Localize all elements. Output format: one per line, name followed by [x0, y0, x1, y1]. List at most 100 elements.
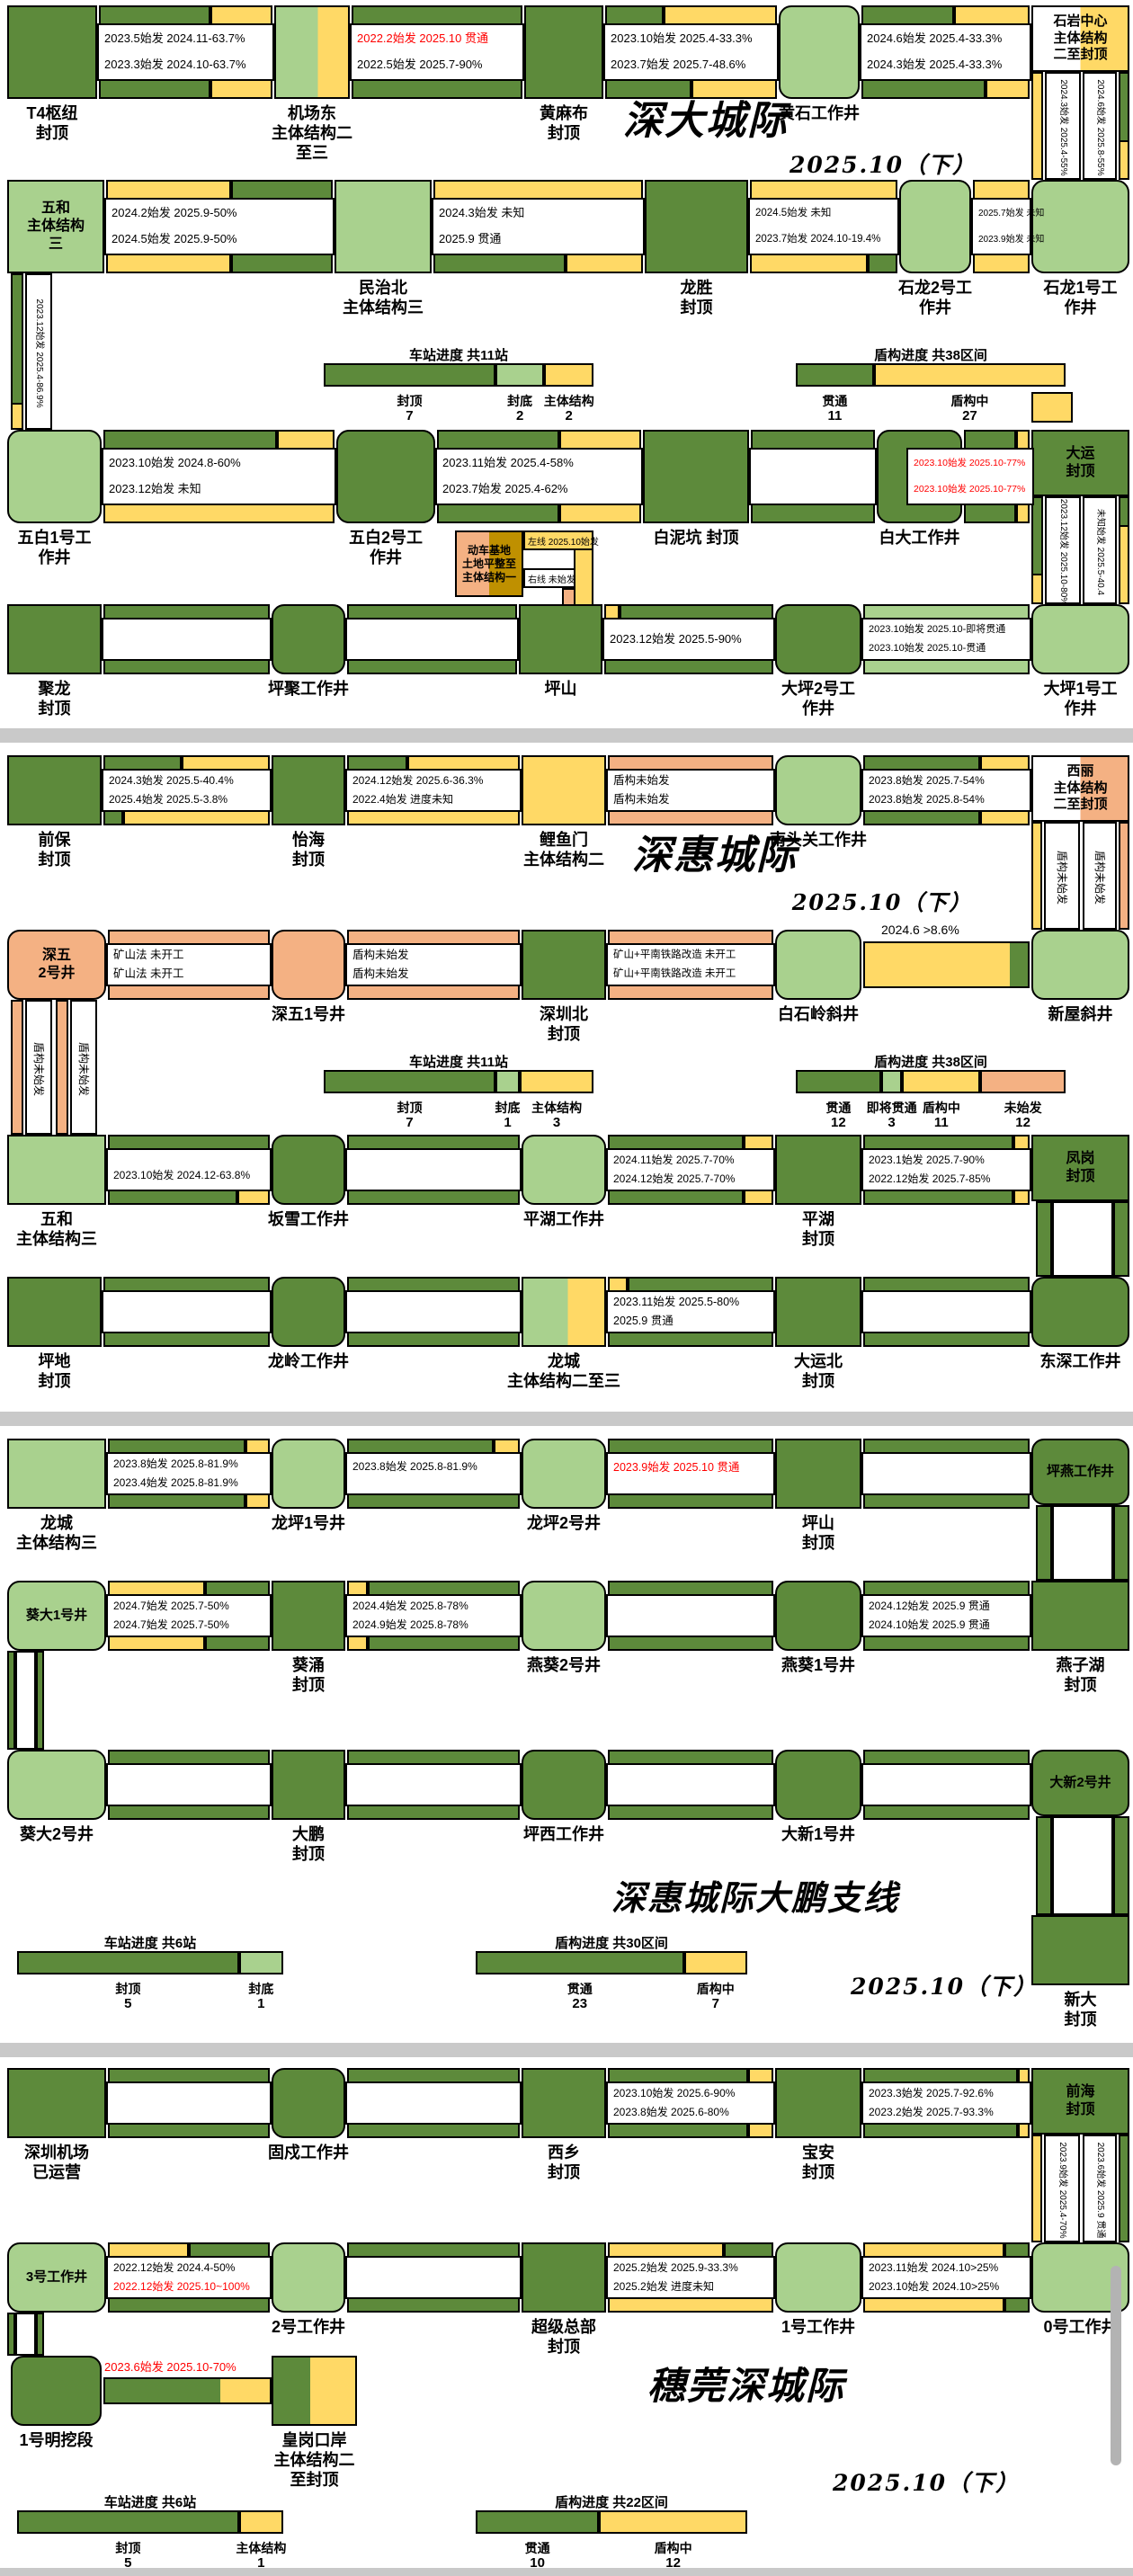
dapeng-branch-legend-0-seg-label-1: 封底 [248, 1982, 274, 1996]
shenhui-vconnector-1: 盾构未始发 [1083, 822, 1117, 930]
station-label-huangmabu: 黄麻布 封顶 [540, 104, 588, 142]
dapeng-branch-bar-7-text-1: 2024.10始发 2025.9 贯通 [869, 1618, 990, 1631]
shenda-bar-8-top-seg-0 [103, 430, 277, 450]
station-mingwa-1 [11, 2356, 102, 2426]
suiwanshen-bar-4-textbox: 2022.12始发 2024.4-50%2022.12始发 2025.10~10… [106, 2256, 272, 2299]
station-label-pingshan: 坪山 [544, 680, 577, 698]
shenda-bar-11-top-seg-1 [1016, 430, 1030, 450]
station-label-liyumen: 鲤鱼门 主体结构二 [523, 831, 604, 869]
shenhui-bar-3-text-0: 2023.8始发 2025.7-54% [869, 773, 985, 787]
shenhui-bar-4-text-0: 矿山法 未开工 [113, 949, 184, 962]
shenhui-legend-1-seg-label-3: 未始发 [1004, 1101, 1042, 1115]
station-label-pinghu: 平湖 封顶 [802, 1210, 834, 1248]
shenda-vstrip-0-tip [11, 403, 23, 430]
shenhui-bar-1-text-0: 2024.12始发 2025.6-36.3% [352, 773, 484, 787]
shenda-bar-1-bottom-seg-0 [352, 79, 522, 99]
suiwanshen-bar-3-bottom-seg-0 [863, 2123, 1019, 2138]
shenhui-bar-0-text-0: 2024.3始发 2025.5-40.4% [109, 773, 234, 787]
suiwanshen-vstrip-0 [1031, 2135, 1042, 2242]
station-minzhibei [335, 180, 432, 273]
shenhui-bar-8-textbox [345, 1148, 522, 1191]
dapeng-branch-vstrip-2 [7, 1651, 15, 1750]
station-label-baishiling-well: 白石岭斜井 [778, 1005, 859, 1023]
shenhui-legend-0-seg-value-1: 1 [504, 1115, 512, 1130]
dapeng-branch-bar-3-bottom-seg-0 [863, 1493, 1030, 1509]
shenhui-bar-14-textbox [861, 1290, 1031, 1333]
suiwanshen-bar-2-textbox: 2023.10始发 2025.6-90%2023.8始发 2025.6-80% [606, 2081, 775, 2125]
shenda-bar-4-bottom-seg-0 [106, 254, 231, 273]
shenhui-vconnector-4 [1052, 1201, 1113, 1277]
shenhui-bar-3-bottom-seg-0 [863, 810, 980, 825]
shenhui-vconnector-label-0: 盾构未始发 [1056, 850, 1068, 905]
station-label-pingdi: 坪地 封顶 [38, 1352, 71, 1390]
shenda-legend-0-seg-value-1: 2 [516, 408, 524, 423]
shenhui-vstrip-3 [56, 1000, 68, 1135]
station-daping-1-well [1031, 604, 1129, 674]
station-szairport [7, 2068, 106, 2138]
shenda-bar-5-top-seg-0 [433, 180, 643, 200]
dapeng-branch-legend-1-seg-label-0: 贯通 [566, 1982, 593, 1996]
shenda-bar-4-text-1: 2024.5始发 2025.9-50% [112, 232, 237, 246]
shenda-legend-0-seg-2 [544, 363, 593, 387]
shenda-bar-10-textbox [749, 448, 877, 505]
station-dapeng [272, 1750, 345, 1820]
dapeng-branch-bar-11-bottom-seg-0 [863, 1805, 1030, 1820]
shenda-legend-1-seg-value-1: 27 [962, 408, 977, 423]
shenda-vstrip-4-tip [1119, 496, 1129, 527]
suiwanshen-bar-4-text-1: 2022.12始发 2025.10~100% [113, 2279, 250, 2293]
shenda-bar-14-textbox: 2023.12始发 2025.5-90% [602, 618, 775, 661]
shenda-bar-0-textbox: 2023.5始发 2024.11-63.7%2023.3始发 2024.10-6… [97, 23, 274, 81]
suiwanshen-legend-1-title: 盾构进度 共22区间 [555, 2495, 668, 2510]
dapeng-branch-bar-4-text-0: 2024.7始发 2025.7-50% [113, 1599, 229, 1612]
dapeng-branch-bar-5-textbox: 2024.4始发 2025.8-78%2024.9始发 2025.8-78% [345, 1594, 522, 1637]
station-label-pinghu-well: 平湖工作井 [523, 1210, 604, 1228]
suiwanshen-bar-0-textbox [106, 2081, 272, 2125]
station-label-shilong-2-well: 石龙2号工 作井 [897, 279, 972, 316]
shenhui-legend-0-seg-value-2: 3 [552, 1115, 561, 1130]
station-longping-1-well [272, 1439, 345, 1509]
shenda-vconnector-label-2: 2024.6始发 2025.8-55% [1095, 79, 1105, 176]
shenda-bar-1-text-1: 2022.5始发 2025.7-90% [357, 58, 483, 72]
station-shenwu-2-well: 深五 2号井 [7, 930, 106, 1000]
station-label-nantouguan-well: 南头关工作井 [770, 831, 867, 849]
dapeng-branch-bar-4-text-1: 2024.7始发 2025.7-50% [113, 1618, 229, 1631]
shenda-vstrip-2 [1119, 72, 1129, 180]
shenhui-bar-9-text-0: 2024.11始发 2025.7-70% [613, 1153, 735, 1166]
shenhui-bar-13-textbox: 2023.11始发 2025.5-80%2025.9 贯通 [606, 1290, 775, 1333]
suiwanshen-bar-1-textbox [345, 2081, 522, 2125]
shenda-legend-0-seg-value-0: 7 [406, 408, 414, 423]
station-label-no2-well: 2号工作井 [271, 2318, 345, 2336]
shenda-report-date: 2025.10（下） [789, 152, 977, 178]
section-divider-1 [0, 1412, 1133, 1426]
shenda-vconnector-0: 2023.12始发 2025.4-86.9% [25, 273, 52, 430]
station-label-minzhibei: 民治北 主体结构三 [343, 279, 424, 316]
shenhui-vconnector-label-1: 盾构未始发 [1093, 850, 1106, 905]
station-label-xinda: 新大 封顶 [1064, 1991, 1097, 2028]
dapeng-branch-bar-4-bottom-seg-0 [108, 1636, 205, 1651]
shenhui-legend-0-seg-label-0: 封顶 [397, 1101, 423, 1115]
dapeng-branch-vstrip-3 [36, 1651, 44, 1750]
station-longping-2-well [522, 1439, 606, 1509]
shenhui-bar-0-textbox: 2024.3始发 2025.5-40.4%2025.4始发 2025.5-3.8… [102, 769, 272, 812]
shenhui-vstrip-1 [1119, 822, 1129, 930]
suiwanshen-bar-2-text-1: 2023.8始发 2025.6-80% [613, 2105, 729, 2118]
station-longling-well [272, 1277, 345, 1347]
shenhui-bar-10-textbox: 2023.1始发 2025.7-90%2022.12始发 2025.7-85% [861, 1148, 1031, 1191]
shenda-vconnector-label-4: 未知始发 2025.5-40.4 [1095, 508, 1105, 596]
dapeng-branch-bar-7-text-0: 2024.12始发 2025.9 贯通 [869, 1599, 990, 1612]
shenhui-bar-11-textbox [102, 1290, 272, 1333]
shenhui-bar-7-bottom-seg-1 [237, 1190, 270, 1205]
dapeng-branch-bar-8-textbox [106, 1763, 272, 1806]
scrollbar-thumb[interactable] [1111, 2266, 1121, 2465]
shenhui-bar-7-bottom-seg-0 [108, 1190, 237, 1205]
shenhui-bar-0-bottom-seg-1 [123, 810, 270, 825]
station-label-bainikeng: 白泥坑 封顶 [653, 529, 739, 547]
suiwanshen-bar-1-bottom-seg-0 [347, 2123, 520, 2138]
shenhui-vconnector-2: 盾构未始发 [25, 1000, 52, 1135]
station-label-yanzihu: 燕子湖 封顶 [1056, 1656, 1105, 1694]
suiwanshen-vstrip-3 [36, 2313, 44, 2356]
station-longcheng-2 [522, 1277, 606, 1347]
station-label-super-hq: 超级总部 封顶 [531, 2318, 596, 2356]
